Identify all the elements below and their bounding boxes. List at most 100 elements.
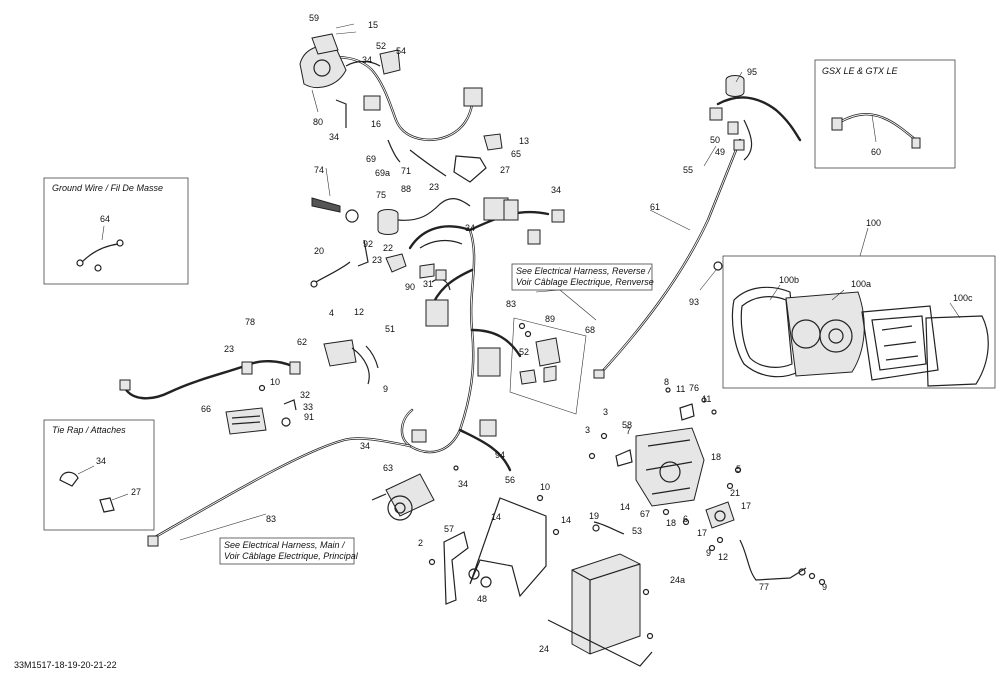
part-label: 34 [551,185,561,195]
throttle-group [588,387,826,586]
part-label: 34 [96,456,106,466]
part-label: 9 [706,548,711,558]
part-label: 34 [465,223,475,233]
tie-rap-box: Tie Rap / Attaches [43,419,155,531]
part-label: 21 [730,488,740,498]
part-label: 48 [477,594,487,604]
part-label: 4 [329,308,334,318]
part-label: 51 [385,324,395,334]
part-label: 67 [640,509,650,519]
part-label: 54 [396,46,406,56]
part-label: 52 [376,41,386,51]
part-label: 89 [545,314,555,324]
part-label: 91 [304,412,314,422]
part-label: 95 [747,67,757,77]
part-label: 17 [741,501,751,511]
mid-small-parts [310,239,451,291]
part-label: 8 [664,377,669,387]
part-label: 23 [372,255,382,265]
part-label: 9 [383,384,388,394]
part-label: 61 [650,202,660,212]
part-label: 14 [491,512,501,522]
part-label: 100c [953,293,973,303]
tie-rap-box-title: Tie Rap / Attaches [52,425,126,435]
part-label: 27 [131,487,141,497]
part-label: 7 [626,426,631,436]
part-label: 76 [689,383,699,393]
part-label: 23 [429,182,439,192]
cluster-box [722,227,996,389]
part-label: 88 [401,184,411,194]
left-parts [119,339,379,435]
part-label: 83 [506,299,516,309]
part-label: 55 [683,165,693,175]
part-label: 17 [697,528,707,538]
gsx-gtx-box-title: GSX LE & GTX LE [822,66,899,76]
ground-wire-box-title: Ground Wire / Fil De Masse [52,183,163,193]
part-label: 49 [715,147,725,157]
part-label: 5 [736,464,741,474]
part-label: 18 [666,518,676,528]
main-harness-note: See Electrical Harness, Main / Voir Câbl… [219,537,359,565]
main-harness [147,197,550,547]
part-label: 14 [561,515,571,525]
part-label: 10 [270,377,280,387]
part-label: 62 [297,337,307,347]
reverse-motor [371,465,459,521]
main-note-line-1: See Electrical Harness, Main / [224,540,346,550]
part-label: 75 [376,190,386,200]
part-label: 3 [603,407,608,417]
part-label: 9 [822,582,827,592]
battery-box [547,553,654,667]
part-label: 2 [418,538,423,548]
part-label: 83 [266,514,276,524]
part-label: 31 [423,279,433,289]
part-label: 24 [539,644,549,654]
reverse-harness-note: See Electrical Harness, Reverse / Voir C… [511,263,654,291]
part-label: 65 [511,149,521,159]
part-label: 10 [540,482,550,492]
part-label: 12 [718,552,728,562]
reverse-relay-group [509,317,587,415]
part-label: 69 [366,154,376,164]
part-label: 58 [622,420,632,430]
part-label: 56 [505,475,515,485]
part-label: 53 [632,526,642,536]
lower-bracket [428,494,625,605]
part-label: 59 [309,13,319,23]
part-label: 18 [711,452,721,462]
part-label: 34 [360,441,370,451]
part-label: 22 [383,243,393,253]
part-label: 50 [710,135,720,145]
part-label: 69a [375,168,390,178]
part-label: 57 [444,524,454,534]
part-label: 14 [620,502,630,512]
part-label: 19 [589,511,599,521]
part-label: 12 [354,307,364,317]
part-label: 77 [759,582,769,592]
part-label: 23 [224,344,234,354]
part-label: 34 [329,132,339,142]
part-label: 11 [676,384,685,394]
part-label: 94 [495,450,505,460]
diagram-code: 33M1517-18-19-20-21-22 [14,660,117,670]
part-label: 34 [362,55,372,65]
part-label: 78 [245,317,255,327]
gsx-gtx-box: GSX LE & GTX LE [814,59,956,169]
part-label: 33 [303,402,313,412]
reverse-note-line-2: Voir Câblage Electrique, Renverse [516,277,654,287]
part-label: 52 [519,347,529,357]
part-label: 68 [585,325,595,335]
part-label: 34 [458,479,468,489]
top-harness [299,33,503,183]
part-label: 60 [871,147,881,157]
sensor-parts [311,197,565,249]
part-label: 27 [500,165,510,175]
part-label: 20 [314,246,324,256]
part-label: 90 [405,282,415,292]
part-label: 6 [683,514,688,524]
part-label: 66 [201,404,211,414]
part-label: 3 [585,425,590,435]
part-label: 32 [300,390,310,400]
